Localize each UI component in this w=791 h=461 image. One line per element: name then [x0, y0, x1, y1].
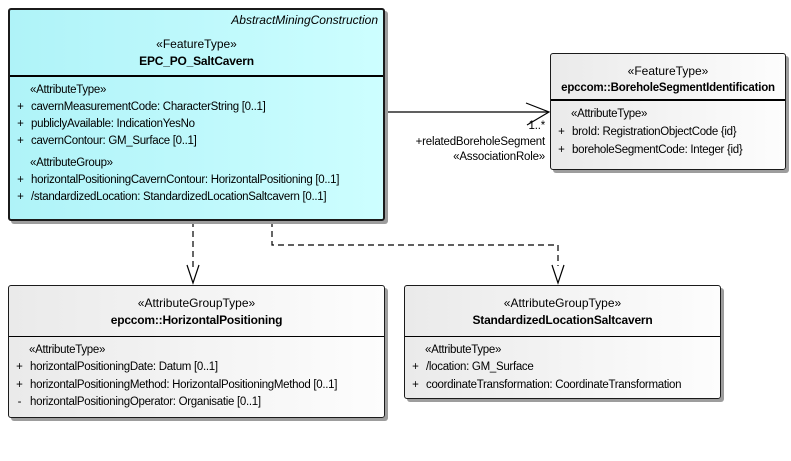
class-box-epc-po-saltcavern[interactable]: AbstractMiningConstruction «FeatureType»…: [8, 8, 385, 221]
association-role-name: +relatedBoreholeSegment: [415, 135, 546, 148]
attribute-text: horizontalPositioningCavernContour: Hori…: [31, 174, 340, 186]
class-header: «AttributeGroupType» epccom::HorizontalP…: [9, 286, 384, 337]
attribute-text: /location: GM_Surface: [426, 361, 534, 373]
attribute-row: + coordinateTransformation: CoordinateTr…: [405, 377, 720, 395]
class-header: «AttributeGroupType» StandardizedLocatio…: [405, 286, 720, 337]
visibility-sign: -: [17, 396, 22, 408]
association-open-arrowhead-icon: [525, 102, 551, 126]
class-stereotype: «AttributeGroupType»: [137, 296, 256, 310]
visibility-sign: +: [558, 144, 565, 156]
attribute-row: - horizontalPositioningOperator: Organis…: [9, 394, 384, 412]
visibility-sign: +: [16, 378, 23, 391]
attribute-row: + broId: RegistrationObjectCode {id}: [551, 123, 785, 141]
attributes-compartment: «AttributeType» + horizontalPositioningD…: [9, 337, 384, 412]
attribute-row: + horizontalPositioningMethod: Horizonta…: [9, 377, 384, 395]
attribute-row: + cavernContour: GM_Surface [0..1]: [10, 133, 383, 150]
attribute-row: + /location: GM_Surface: [405, 359, 720, 377]
attribute-section-label: «AttributeType»: [571, 108, 648, 120]
attribute-text: horizontalPositioningOperator: Organisat…: [30, 396, 261, 408]
attribute-section-label: «AttributeType»: [29, 344, 106, 356]
class-name: epccom::BoreholeSegmentIdentification: [561, 82, 775, 94]
visibility-sign: +: [17, 191, 24, 203]
visibility-sign: +: [17, 174, 24, 186]
attribute-text: boreholeSegmentCode: Integer {id}: [572, 144, 743, 156]
class-box-horizontal-positioning[interactable]: «AttributeGroupType» epccom::HorizontalP…: [8, 285, 385, 418]
attributes-compartment: «AttributeType» + cavernMeasurementCode:…: [10, 77, 383, 206]
visibility-sign: +: [558, 126, 565, 138]
attribute-text: coordinateTransformation: CoordinateTran…: [426, 378, 682, 391]
class-name: epccom::HorizontalPositioning: [110, 313, 283, 327]
attribute-row: + boreholeSegmentCode: Integer {id}: [551, 141, 785, 159]
attribute-row: + /standardizedLocation: StandardizedLoc…: [10, 189, 383, 206]
visibility-sign: +: [412, 378, 419, 391]
class-parent-label: AbstractMiningConstruction: [231, 13, 378, 27]
attribute-row: + horizontalPositioningDate: Datum [0..1…: [9, 359, 384, 377]
dependency-line-standardized-location[interactable]: [271, 221, 559, 266]
attribute-section-label: «AttributeType»: [425, 344, 502, 356]
attributes-compartment: «AttributeType» + /location: GM_Surface …: [405, 337, 720, 394]
association-stereotype: «AssociationRole»: [453, 151, 545, 163]
class-stereotype: «FeatureType»: [156, 37, 237, 51]
visibility-sign: +: [17, 101, 24, 113]
attribute-section-label: «AttributeGroup»: [30, 157, 113, 169]
class-header: AbstractMiningConstruction «FeatureType»…: [10, 10, 383, 77]
dependency-arrowhead-standardized-location-icon: [551, 264, 565, 285]
association-multiplicity: 1..*: [528, 120, 546, 132]
dependency-arrowhead-horizontal-positioning-icon: [186, 264, 200, 285]
class-name: StandardizedLocationSaltcavern: [472, 313, 653, 327]
attribute-text: cavernMeasurementCode: CharacterString […: [31, 101, 266, 113]
class-box-standardized-location-saltcavern[interactable]: «AttributeGroupType» StandardizedLocatio…: [404, 285, 721, 399]
visibility-sign: +: [17, 135, 24, 147]
class-header: «FeatureType» epccom::BoreholeSegmentIde…: [551, 54, 785, 101]
attribute-text: broId: RegistrationObjectCode {id}: [572, 126, 737, 138]
attribute-text: cavernContour: GM_Surface [0..1]: [31, 135, 197, 147]
class-box-borehole-segment-identification[interactable]: «FeatureType» epccom::BoreholeSegmentIde…: [550, 53, 786, 170]
association-labels: 1..* +relatedBoreholeSegment «Associatio…: [340, 119, 546, 166]
attribute-text: horizontalPositioningDate: Datum [0..1]: [30, 361, 218, 373]
class-stereotype: «AttributeGroupType»: [503, 296, 622, 310]
attribute-row: + cavernMeasurementCode: CharacterString…: [10, 99, 383, 116]
attribute-text: horizontalPositioningMethod: HorizontalP…: [30, 378, 338, 391]
visibility-sign: +: [16, 361, 23, 373]
attribute-text: publiclyAvailable: IndicationYesNo: [31, 118, 195, 130]
class-name: EPC_PO_SaltCavern: [139, 54, 254, 68]
class-stereotype: «FeatureType»: [627, 64, 709, 78]
visibility-sign: +: [412, 361, 419, 373]
attribute-section-label: «AttributeType»: [30, 84, 107, 96]
attribute-text: /standardizedLocation: StandardizedLocat…: [31, 191, 327, 203]
attributes-compartment: «AttributeType» + broId: RegistrationObj…: [551, 101, 785, 159]
attribute-row: + horizontalPositioningCavernContour: Ho…: [10, 172, 383, 189]
attribute-row: + publiclyAvailable: IndicationYesNo: [10, 116, 383, 133]
visibility-sign: +: [17, 118, 24, 130]
